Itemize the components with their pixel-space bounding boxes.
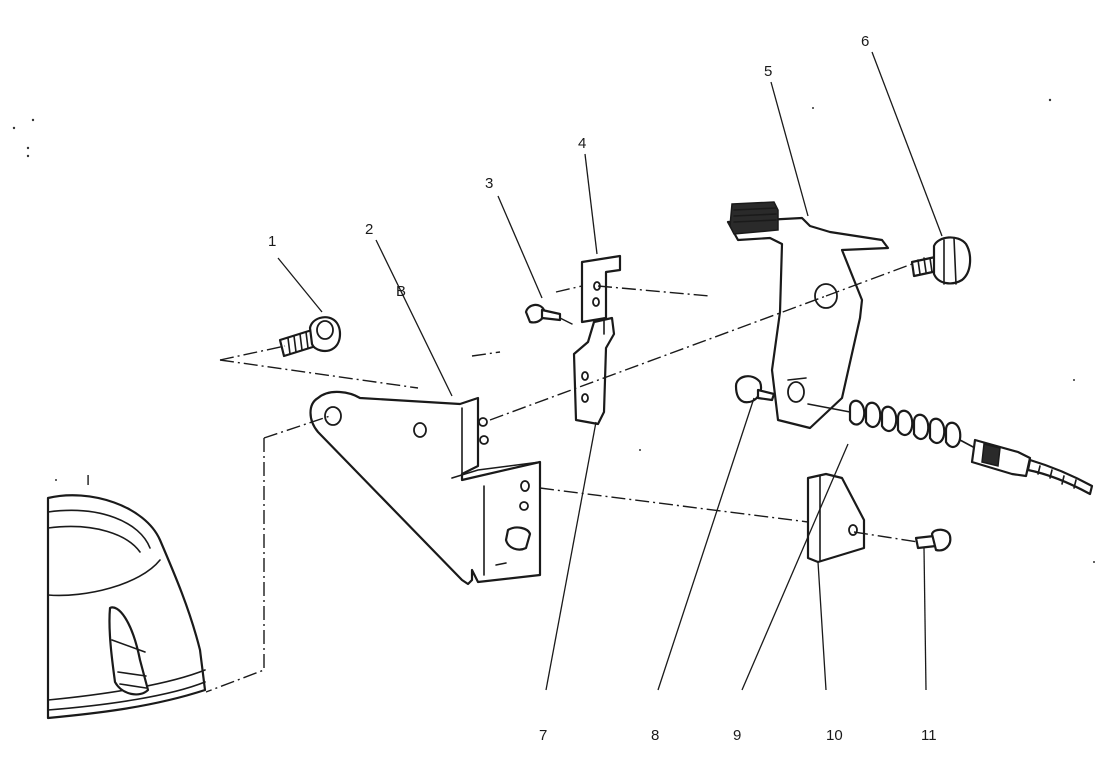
callout-7: 7 <box>539 727 547 744</box>
callout-9: 9 <box>733 727 741 744</box>
engine-housing <box>46 494 207 720</box>
scan-specks <box>12 98 1095 563</box>
callout-3: 3 <box>485 175 493 192</box>
callout-labels: 1 2 B 3 4 5 6 I 7 8 9 10 11 <box>86 33 937 744</box>
part-3-screw <box>524 303 562 324</box>
callout-10: 10 <box>826 727 843 744</box>
part-4-clip-plate <box>580 254 622 324</box>
part-5-control-lever <box>726 201 890 430</box>
part-11-screw <box>914 528 952 552</box>
callout-4: 4 <box>578 135 586 152</box>
part-7-lever-plate <box>572 316 616 426</box>
part-8-knob <box>734 375 776 404</box>
callout-1: 1 <box>268 233 276 250</box>
callout-2: 2 <box>365 221 373 238</box>
assembly-centerlines <box>205 263 919 693</box>
part-6-bolt <box>910 236 972 285</box>
part-1-bolt <box>278 316 342 358</box>
part-2-mounting-bracket <box>309 390 542 586</box>
callout-6: 6 <box>861 33 869 50</box>
part-9-cable-spring <box>807 399 1094 496</box>
engine-mark: I <box>86 472 90 489</box>
callout-11: 11 <box>921 727 937 744</box>
bracket-mark: B <box>396 283 406 300</box>
leader-lines <box>277 51 943 691</box>
callout-5: 5 <box>764 63 772 80</box>
callout-8: 8 <box>651 727 659 744</box>
